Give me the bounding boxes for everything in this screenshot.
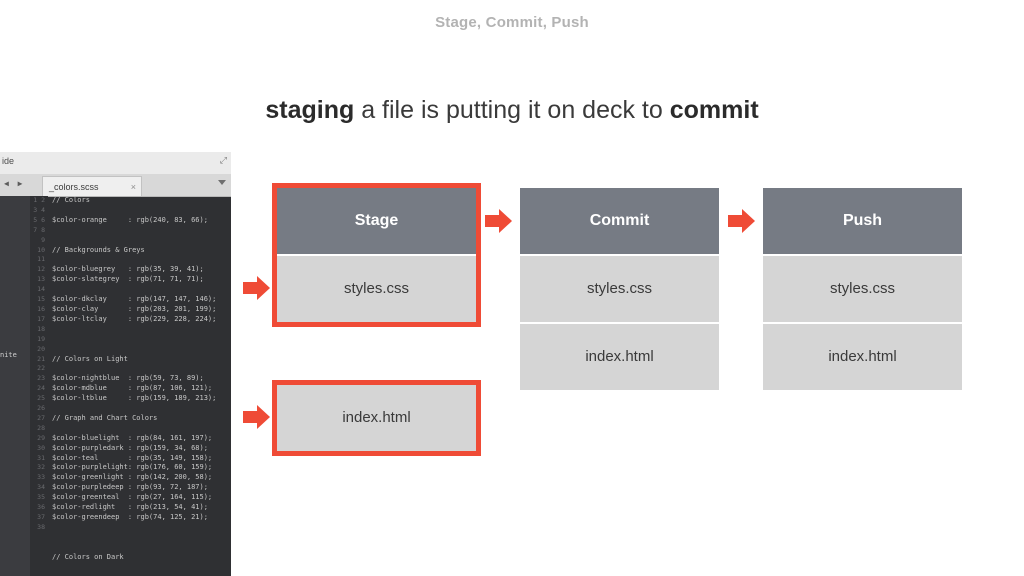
column-commit: Commit styles.css index.html [520,188,719,390]
stage-extra-highlight-box [272,380,481,456]
stage-extra-card: index.html [277,385,476,451]
editor-window-label: ide [2,156,15,166]
page-title: staging a file is putting it on deck to … [0,96,1024,125]
nav-arrows-icon[interactable]: ◀ ▶ [4,179,25,188]
column-push: Push styles.css index.html [763,188,962,390]
commit-card: Commit styles.css index.html [520,188,719,390]
commit-card-title: Commit [520,188,719,254]
stage-card: Stage styles.css [277,188,476,322]
editor-code-content: // Colors $color-orange : rgb(240, 83, 6… [52,196,217,561]
headline-staging: staging [265,96,355,124]
editor-tab-label: _colors.scss [49,182,99,192]
column-stage-extra: index.html [277,385,476,451]
editor-fragment-0: nite [0,351,17,359]
code-editor-screenshot: ide ⤢ ◀ ▶ _colors.scss × nite ; ))! 1 2 … [0,152,231,576]
commit-card-item-1: index.html [520,322,719,390]
push-card-title: Push [763,188,962,254]
editor-left-panel: nite ; ))! [0,196,30,576]
expand-icon: ⤢ [219,156,227,166]
stage-card-title: Stage [277,188,476,254]
push-card: Push styles.css index.html [763,188,962,390]
editor-tab-bar: ◀ ▶ _colors.scss × [0,174,231,197]
close-icon[interactable]: × [130,182,136,192]
headline-middle: a file is putting it on deck to [354,96,670,124]
commit-card-item-0: styles.css [520,254,719,322]
column-stage: Stage styles.css [277,188,476,322]
slide-header-title: Stage, Commit, Push [435,14,589,31]
editor-title-bar: ide ⤢ [0,152,231,175]
push-card-item-0: styles.css [763,254,962,322]
stage-highlight-box [272,183,481,327]
stage-card-item-0: styles.css [277,254,476,322]
headline-commit: commit [669,96,759,124]
push-card-item-1: index.html [763,322,962,390]
chevron-down-icon[interactable] [218,180,226,185]
stage-extra-item: index.html [277,385,476,451]
editor-tab-colors-scss[interactable]: _colors.scss × [42,176,142,196]
editor-line-numbers: 1 2 3 4 5 6 7 8 9 10 11 12 13 14 15 16 1… [30,196,48,576]
